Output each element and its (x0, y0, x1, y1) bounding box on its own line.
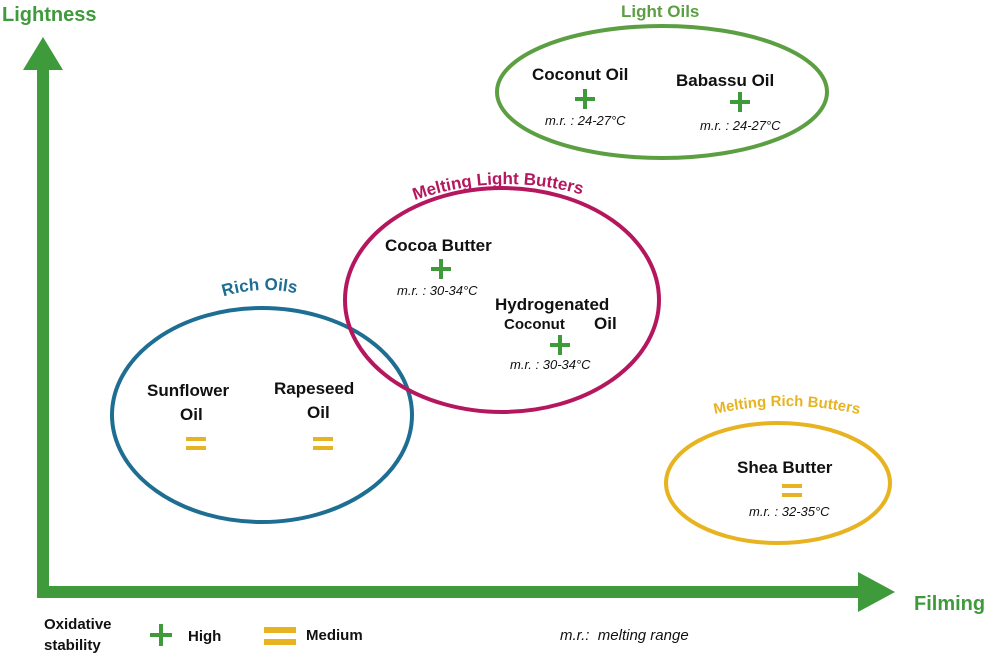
y-axis-arrowhead (23, 37, 63, 70)
x-axis-label: Filming (914, 593, 986, 615)
shea-butter-name: Shea Butter (737, 458, 833, 477)
legend-high-icon (150, 624, 172, 646)
hydrogenated-coconut-oil-line1: Hydrogenated (495, 295, 610, 314)
hydrogenated-coconut-oil-line2b: Oil (594, 314, 617, 333)
shea-butter-medium-stability-icon (782, 484, 802, 497)
legend-melting-range-note: m.r.: melting range (560, 627, 689, 644)
hydrogenated-coconut-oil-line2a: Coconut (504, 316, 565, 333)
y-axis-line (37, 60, 49, 598)
x-axis-line (37, 586, 867, 598)
hydrogenated-coconut-oil-high-stability-icon (550, 335, 570, 355)
shea-butter-melting-range: m.r. : 32-35°C (749, 504, 830, 519)
light-oils-title: Light Oils (621, 2, 700, 21)
x-axis-arrowhead (858, 572, 895, 612)
coconut-oil-high-stability-icon (575, 89, 595, 109)
melting-rich-butters-title: Melting Rich Butters (712, 393, 862, 418)
melting-rich-butters-ellipse (664, 421, 892, 545)
rich-oils-ellipse (110, 306, 414, 524)
legend-medium-label: Medium (306, 627, 363, 644)
cocoa-butter-high-stability-icon (431, 259, 451, 279)
rapeseed-oil-medium-stability-icon (313, 437, 333, 450)
babassu-oil-high-stability-icon (730, 92, 750, 112)
legend-title-line2: stability (44, 637, 101, 654)
babassu-oil-name: Babassu Oil (676, 71, 775, 90)
melting-light-butters-ellipse (343, 186, 661, 414)
cocoa-butter-melting-range: m.r. : 30-34°C (397, 283, 478, 298)
coconut-oil-name: Coconut Oil (532, 65, 629, 84)
babassu-oil-melting-range: m.r. : 24-27°C (700, 118, 781, 133)
legend-high-label: High (188, 628, 222, 645)
y-axis-label: Lightness (2, 4, 97, 26)
cocoa-butter-name: Cocoa Butter (385, 236, 492, 255)
coconut-oil-melting-range: m.r. : 24-27°C (545, 113, 626, 128)
legend-title-line1: Oxidative (44, 616, 112, 633)
rapeseed-oil-line1: Rapeseed (274, 379, 355, 398)
rich-oils-title: Rich Oils (220, 275, 300, 300)
hydrogenated-coconut-oil-melting-range: m.r. : 30-34°C (510, 357, 591, 372)
legend-medium-icon (264, 627, 296, 645)
sunflower-oil-medium-stability-icon (186, 437, 206, 450)
sunflower-oil-line1: Sunflower (147, 381, 230, 400)
sunflower-oil-line2: Oil (180, 405, 203, 424)
rapeseed-oil-line2: Oil (307, 403, 330, 422)
light-oils-ellipse (495, 24, 829, 160)
